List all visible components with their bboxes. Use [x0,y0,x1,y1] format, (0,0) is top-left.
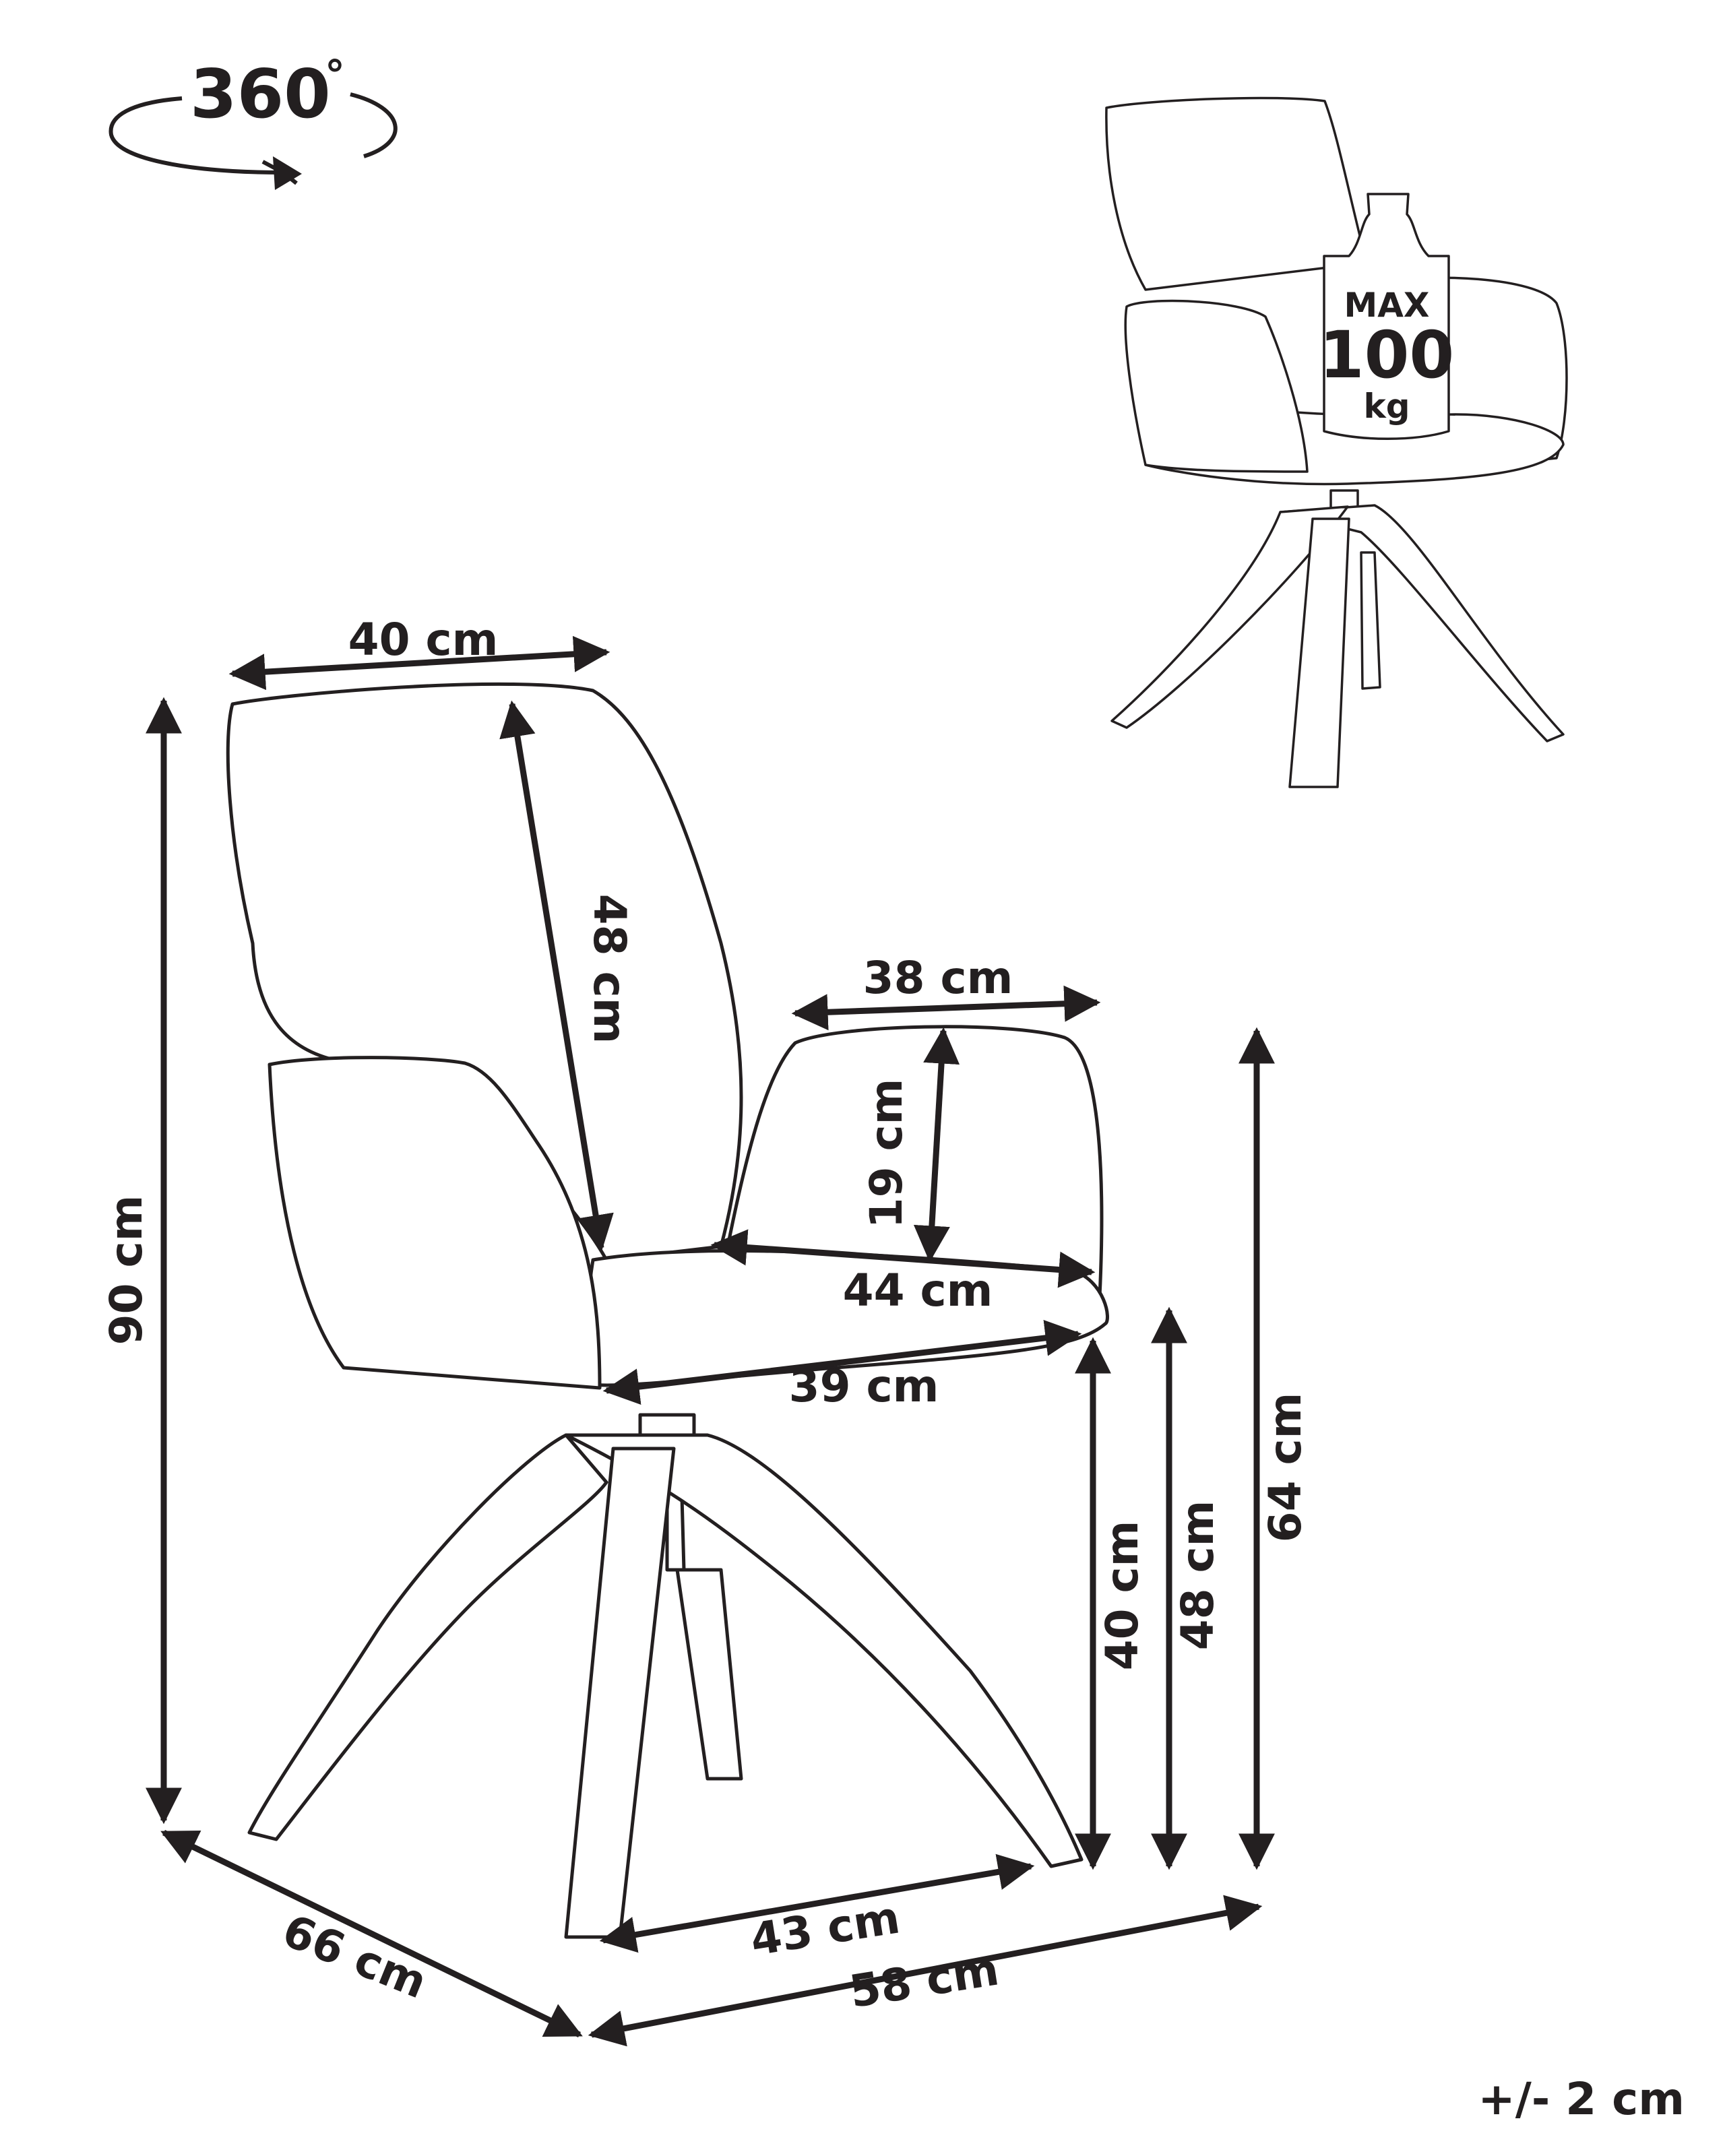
seat-width-line [602,1319,1082,1405]
armrest-height-line [913,1027,960,1263]
back-height-line [499,700,614,1252]
seat-height-front-label: 48 cm [1172,1500,1224,1651]
rotation-label: 360 [190,55,331,133]
rotation-icon: 360 ° [108,52,398,190]
max-weight-value: 100 [1319,317,1454,393]
total-width-line [588,1895,1263,2047]
back-height-label: 48 cm [584,894,635,1044]
seat-depth-label: 44 cm [843,1265,993,1317]
total-depth-label: 66 cm [276,1905,434,2009]
degree-symbol: ° [325,52,345,99]
back-width-line [228,635,610,691]
rotation-arrowhead [273,156,302,190]
leg-span-line [599,1853,1035,1953]
back-width-label: 40 cm [348,614,499,666]
dimension-lines [146,635,1275,2047]
armrest-width-line [791,985,1101,1031]
seat-width-label: 39 cm [789,1360,939,1412]
armrest-width-label: 38 cm [863,952,1013,1004]
arm-height-label: 64 cm [1259,1393,1311,1543]
chair-small-illustration: MAX 100 kg [1105,96,1568,788]
leg-height-label: 40 cm [1096,1521,1148,1671]
seat-depth-line [710,1229,1096,1288]
armrest-height-label: 19 cm [860,1079,912,1229]
max-weight-unit: kg [1363,387,1410,426]
total-width-label: 58 cm [846,1943,1002,2018]
leg-span-label: 43 cm [747,1891,903,1966]
max-weight-label: MAX [1344,286,1429,325]
total-depth-line [160,1829,583,2038]
tolerance-note: +/- 2 cm [1478,2073,1685,2125]
total-height-label: 90 cm [100,1195,152,1345]
